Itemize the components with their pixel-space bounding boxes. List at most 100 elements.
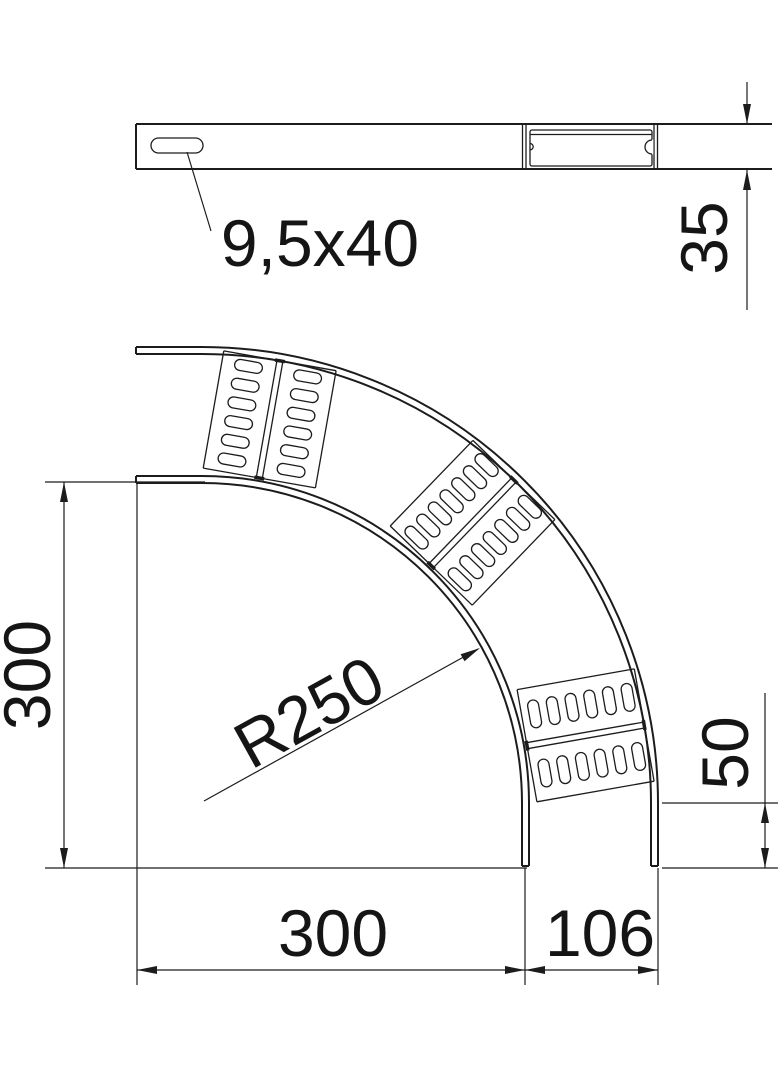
rung-band-cap: [633, 668, 645, 723]
rung-band-edge: [261, 361, 284, 479]
height-dimension: 35: [667, 82, 751, 310]
rung-slot: [601, 686, 618, 716]
rung-band-cap: [282, 360, 337, 372]
rung-fixing-mark: [509, 475, 519, 485]
rung-band-cap: [644, 727, 655, 782]
rung-band-cap: [262, 477, 316, 489]
side-profile-view: 9,5x40 35: [135, 82, 772, 310]
slot-size-label: 9,5x40: [221, 206, 419, 280]
end-width-label: 106: [545, 896, 655, 970]
rung-band-cap: [515, 481, 556, 521]
rung-band-edge: [202, 350, 225, 469]
rung-slot: [474, 453, 499, 478]
radius-label: R250: [222, 641, 396, 782]
rung-fixing-mark: [426, 560, 437, 571]
inner-rail-inner-line: [136, 482, 523, 866]
rung-slot: [404, 525, 429, 550]
rung-slot: [279, 444, 309, 460]
rung-slot: [517, 494, 543, 519]
rung-band-cap: [472, 439, 513, 479]
rung-group: [202, 350, 337, 489]
rung-slot: [482, 530, 508, 556]
rung-group: [516, 668, 655, 803]
rung-slot: [416, 513, 441, 538]
arrowhead: [638, 966, 658, 974]
rung-slot: [470, 543, 496, 568]
rung-slot: [494, 518, 519, 543]
arrowhead: [525, 966, 545, 974]
arrowhead: [460, 648, 480, 662]
rung-fixing-mark: [524, 740, 530, 751]
rung-band-edge: [314, 370, 337, 489]
rung-groups: [202, 350, 655, 803]
rung-slot: [526, 699, 543, 729]
rung-slot: [620, 682, 636, 712]
rung-band-cap: [516, 689, 528, 743]
rung-group: [389, 439, 556, 606]
horizontal-leg-label: 300: [278, 896, 388, 970]
rung-band-cap: [389, 525, 430, 564]
vertical-leg-label: 300: [0, 620, 64, 730]
arrowhead: [60, 482, 68, 502]
rung-slot: [630, 741, 647, 772]
inner-rail-outer-line: [136, 475, 530, 866]
end-straight-label: 50: [688, 716, 762, 789]
outer-rail-outer-line: [136, 346, 659, 866]
height-dim-label: 35: [667, 201, 741, 274]
rung-slot: [217, 452, 247, 468]
rung-slot: [227, 396, 257, 412]
rung-band-edge: [389, 439, 474, 527]
rung-slot: [462, 465, 488, 490]
coupler-right-notch: [644, 139, 653, 155]
rung-slot: [537, 758, 553, 788]
arrowhead: [761, 848, 769, 868]
rung-slot: [286, 406, 316, 422]
horizontal-dimensions: 300 106: [136, 483, 659, 985]
radius-line: [203, 648, 479, 802]
coupler-left-nub: [529, 142, 534, 151]
radius-dimension: R250: [203, 641, 480, 802]
rung-slot: [451, 477, 476, 502]
rung-band-cap: [203, 467, 257, 479]
rung-slot: [220, 433, 250, 449]
vertical-leg-dimension: 300: [0, 481, 527, 869]
rung-slot: [224, 414, 254, 431]
rung-slot: [283, 425, 313, 441]
rung-slot: [505, 506, 531, 531]
bend-plan-view: 300 300 106 50 R250: [0, 346, 778, 985]
rung-slot: [564, 692, 580, 722]
rung-slot: [439, 489, 464, 514]
arrowhead: [60, 848, 68, 868]
rung-slot: [593, 748, 609, 778]
rung-slot: [574, 751, 591, 781]
rung-slot: [427, 501, 453, 526]
rung-slot: [233, 358, 264, 375]
rung-fixing-mark: [274, 358, 286, 364]
rung-band-edge: [516, 668, 635, 691]
rung-slot: [289, 387, 319, 404]
rung-slot: [612, 745, 628, 775]
rung-slot: [556, 755, 572, 785]
coupler-plate: [529, 129, 653, 167]
rung-slot: [459, 555, 484, 580]
rung-band-cap: [223, 350, 278, 361]
end-straight-dimension: 50: [662, 693, 778, 869]
arrowhead: [743, 170, 751, 190]
rung-fixing-mark: [254, 475, 265, 481]
rung-band-edge: [526, 721, 644, 744]
rung-band-edge: [432, 481, 517, 569]
rail-slot-hole: [150, 137, 204, 154]
rung-slot: [276, 462, 306, 479]
arrowhead: [137, 966, 157, 974]
rung-slot: [545, 696, 561, 726]
rung-band-edge: [428, 477, 513, 564]
slot-leader-line: [186, 151, 212, 232]
outer-rail-inner-line: [136, 353, 652, 866]
arrowhead: [761, 803, 769, 823]
rung-band-cap: [432, 567, 473, 606]
rung-slot: [583, 689, 599, 719]
rung-slot: [447, 567, 473, 592]
rung-slot: [230, 377, 260, 393]
notch-mask: [650, 139, 654, 155]
